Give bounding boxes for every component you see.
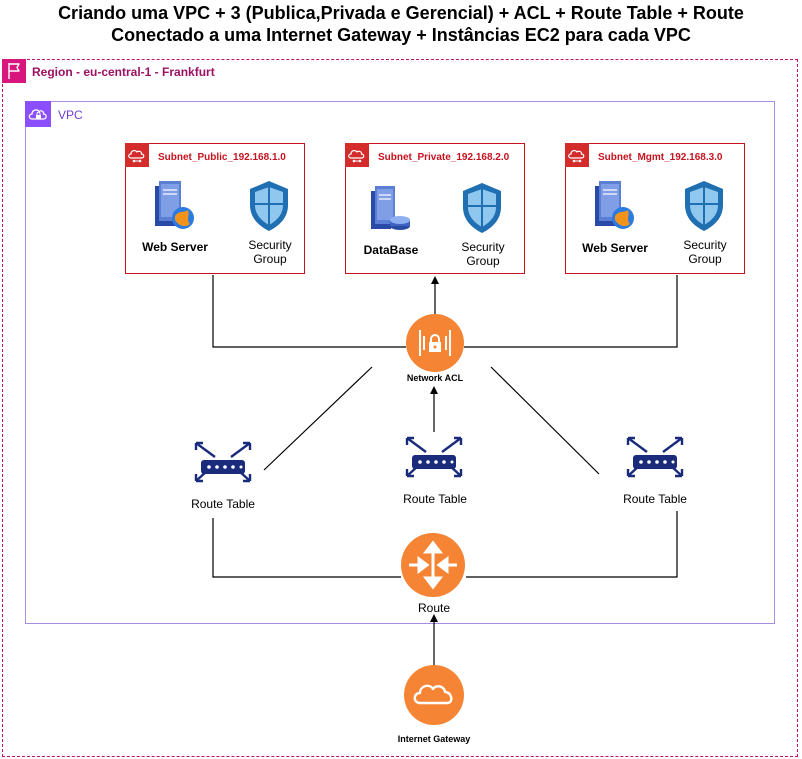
subnet-private-server-label: DataBase — [363, 243, 419, 257]
subnet-lock-icon — [125, 143, 149, 167]
route-table-icon — [194, 441, 252, 483]
diagram-title: Criando uma VPC + 3 (Publica,Privada e G… — [0, 2, 802, 46]
route-table-label-right: Route Table — [623, 492, 687, 506]
subnet-mgmt-server-label: Web Server — [582, 241, 648, 255]
security-group-shield-icon — [685, 181, 723, 231]
flag-icon — [2, 59, 26, 83]
vpc-cloud-lock-icon — [25, 101, 51, 127]
subnet-mgmt-label: Subnet_Mgmt_192.168.3.0 — [598, 152, 723, 163]
region-container — [2, 59, 798, 757]
subnet-mgmt-sg-label: Security Group — [683, 238, 727, 266]
web-server-icon — [155, 181, 194, 229]
vpc-label: VPC — [58, 108, 83, 122]
subnet-public-label: Subnet_Public_192.168.1.0 — [158, 152, 286, 163]
subnet-lock-icon — [565, 143, 589, 167]
title-line-2: Conectado a uma Internet Gateway + Instâ… — [111, 25, 691, 45]
network-acl-label: Network ACL — [406, 373, 464, 383]
subnet-lock-icon — [345, 143, 369, 167]
vpc-container — [25, 101, 775, 624]
title-line-1: Criando uma VPC + 3 (Publica,Privada e G… — [58, 3, 744, 23]
route-table-label-left: Route Table — [191, 497, 255, 511]
route-label: Route — [417, 601, 451, 615]
router-icon — [401, 533, 465, 597]
database-server-icon — [371, 186, 410, 230]
security-group-shield-icon — [463, 183, 501, 233]
route-table-icon — [626, 436, 684, 478]
internet-gateway-cloud-icon — [404, 665, 464, 725]
route-table-label-center: Route Table — [403, 492, 467, 506]
web-server-icon — [595, 181, 634, 229]
subnet-public-server-label: Web Server — [142, 240, 208, 254]
security-group-shield-icon — [250, 181, 288, 231]
region-label: Region - eu-central-1 - Frankfurt — [32, 65, 215, 79]
subnet-private-sg-label: Security Group — [461, 240, 505, 268]
route-table-icon — [405, 436, 463, 478]
subnet-public-sg-label: Security Group — [248, 238, 292, 266]
internet-gateway-label: Internet Gateway — [397, 734, 471, 744]
network-acl-icon — [406, 314, 464, 372]
subnet-private-label: Subnet_Private_192.168.2.0 — [378, 152, 510, 163]
